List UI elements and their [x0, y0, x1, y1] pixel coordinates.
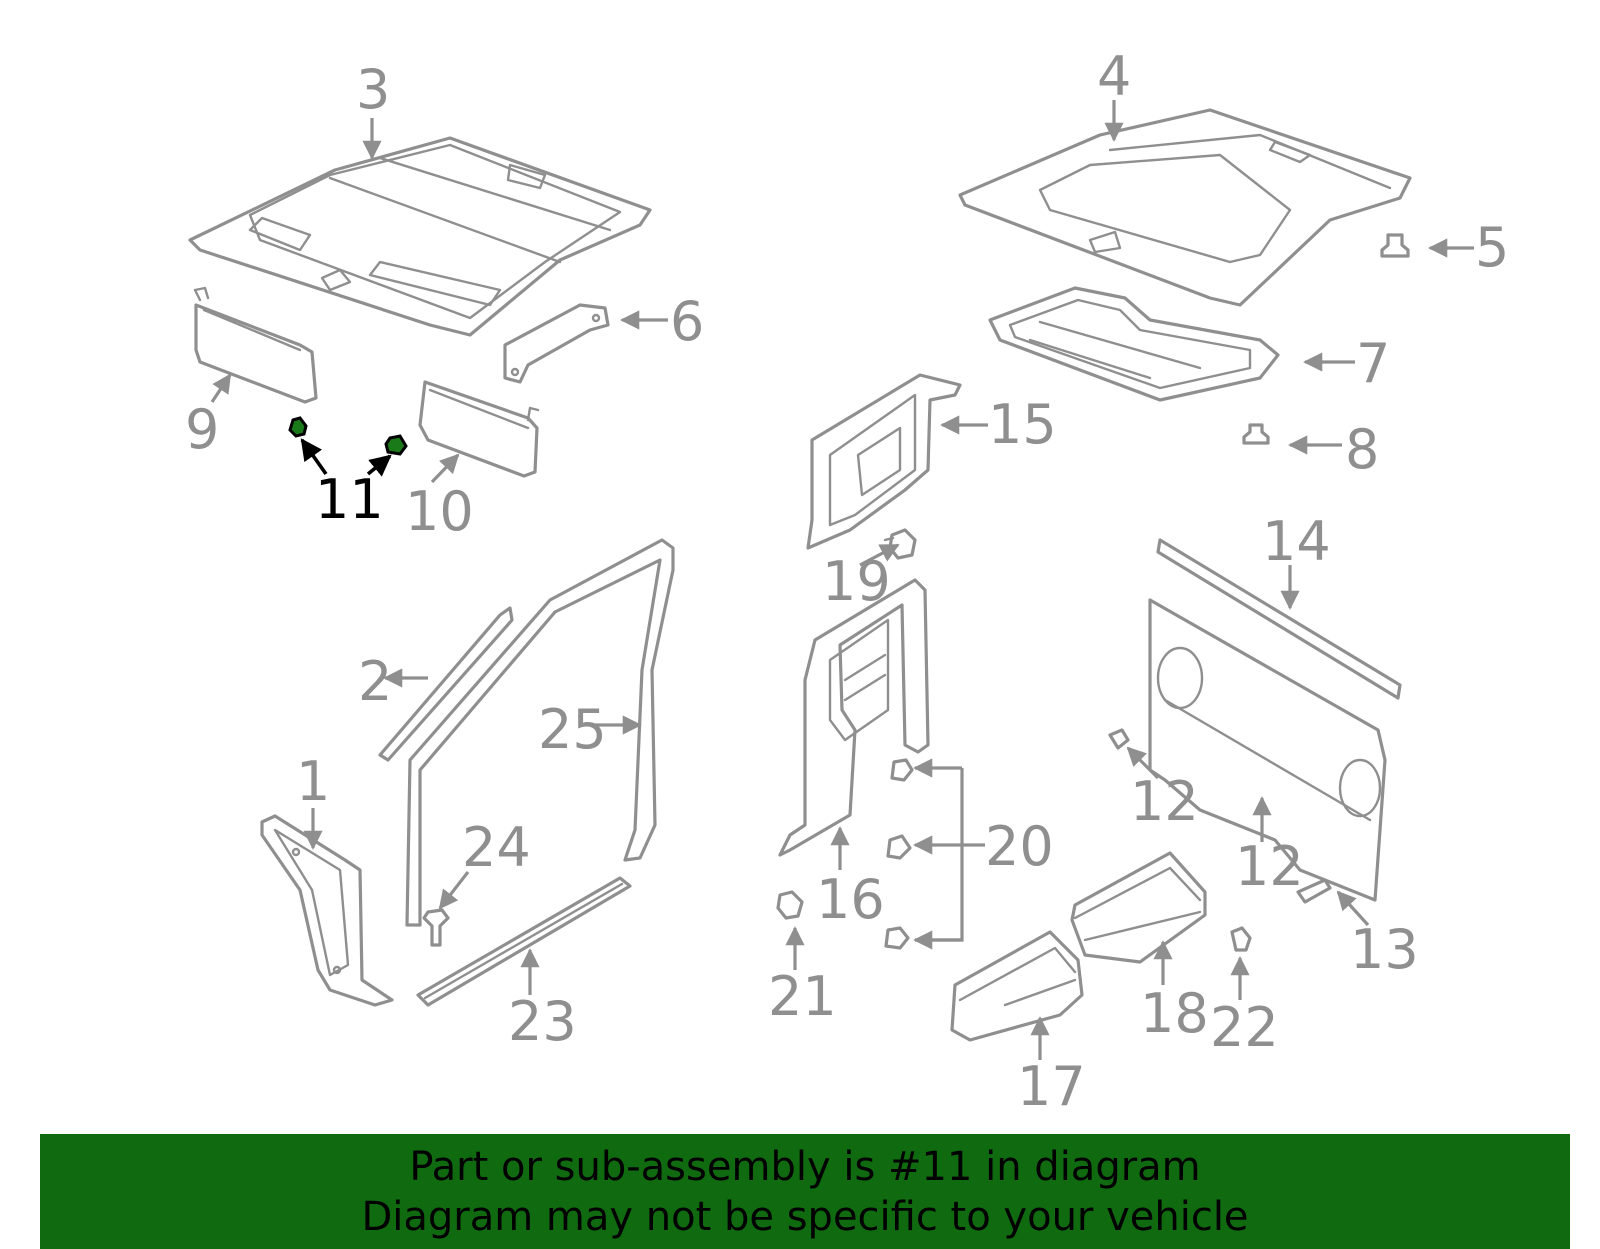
part-11-clip-right: [384, 434, 408, 456]
callout-23: 23: [508, 990, 577, 1053]
callout-25: 25: [538, 698, 607, 761]
part-7-panel: [988, 286, 1280, 402]
part-21-push-pin: [776, 890, 804, 920]
callout-14: 14: [1262, 510, 1331, 573]
callout-5: 5: [1475, 216, 1509, 279]
callout-2: 2: [358, 650, 392, 713]
part-15-trim-panel: [806, 373, 962, 550]
callout-19: 19: [822, 550, 891, 613]
part-2-pillar-trim: [378, 606, 514, 762]
part-11-clip-left: [288, 416, 308, 438]
callout-4: 4: [1097, 45, 1131, 108]
part-25-weatherstrip: [405, 538, 675, 927]
banner-line-2: Diagram may not be specific to your vehi…: [361, 1193, 1249, 1240]
part-9-sun-visor: [193, 286, 318, 404]
banner-line-1: Part or sub-assembly is #11 in diagram: [409, 1143, 1201, 1190]
part-20-screw-mid: [886, 834, 912, 860]
callout-15: 15: [988, 393, 1057, 456]
callout-3: 3: [356, 58, 390, 121]
part-5-clip: [1380, 233, 1410, 258]
callout-18: 18: [1140, 982, 1209, 1045]
callout-labels: 3 4 5 6 7 8 9 10 11 15 19 14 12 12 13 2 …: [185, 45, 1509, 1118]
callout-13: 13: [1350, 918, 1419, 981]
part-24-push-pin: [422, 908, 450, 947]
part-20-screw-bottom: [884, 926, 910, 950]
callout-17: 17: [1017, 1055, 1086, 1118]
part-6-bracket: [503, 303, 610, 384]
part-12-rear-panel: [1148, 598, 1387, 902]
callout-11: 11: [315, 468, 384, 531]
part-1-kick-panel: [260, 814, 394, 1007]
callout-1: 1: [296, 750, 330, 813]
part-4-headliner: [958, 108, 1412, 307]
callout-12a: 12: [1130, 770, 1199, 833]
callout-6: 6: [670, 290, 704, 353]
info-banner: Part or sub-assembly is #11 in diagram D…: [40, 1134, 1570, 1249]
callout-20: 20: [985, 815, 1054, 878]
callout-8: 8: [1345, 418, 1379, 481]
part-18-storage-box: [1070, 851, 1207, 964]
callout-9: 9: [185, 398, 219, 461]
part-10-sun-visor: [418, 380, 540, 478]
part-17-storage-tray: [950, 930, 1084, 1042]
callout-24: 24: [462, 816, 531, 879]
callout-10: 10: [405, 480, 474, 543]
part-13-screw: [1296, 878, 1332, 904]
callout-16: 16: [816, 868, 885, 931]
part-23-sill-plate: [416, 876, 632, 1007]
callout-12b: 12: [1235, 835, 1304, 898]
callout-21: 21: [768, 965, 837, 1028]
part-22-pin: [1230, 926, 1252, 952]
callout-22: 22: [1210, 996, 1279, 1059]
part-14-trim-strip: [1156, 538, 1402, 700]
part-8-clip: [1242, 423, 1270, 445]
part-16-lower-trim: [778, 578, 930, 857]
callout-7: 7: [1356, 332, 1390, 395]
leader-lines: [210, 100, 1474, 1060]
part-20-screw-top: [890, 758, 914, 782]
part-12-pin: [1108, 728, 1130, 750]
part-3-headliner: [188, 136, 652, 337]
